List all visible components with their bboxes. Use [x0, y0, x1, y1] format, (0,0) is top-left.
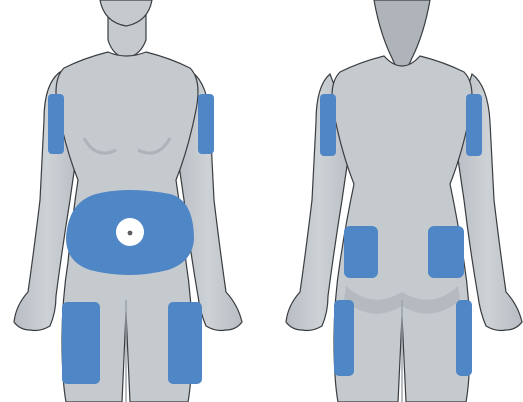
- back-figure: [286, 0, 522, 402]
- navel: [128, 231, 133, 236]
- front-figure: [14, 0, 242, 402]
- front-left-upper-arm-zone: [48, 94, 64, 154]
- back-right-buttock-zone: [428, 226, 464, 278]
- back-right-thigh-zone: [456, 300, 472, 376]
- front-left-thigh-zone: [62, 302, 100, 384]
- back-left-buttock-zone: [344, 226, 378, 278]
- front-right-thigh-zone: [168, 302, 202, 384]
- back-left-upper-arm-zone: [320, 94, 336, 156]
- back-right-upper-arm-zone: [466, 94, 482, 156]
- front-right-upper-arm-zone: [198, 94, 214, 154]
- back-left-thigh-zone: [334, 300, 354, 376]
